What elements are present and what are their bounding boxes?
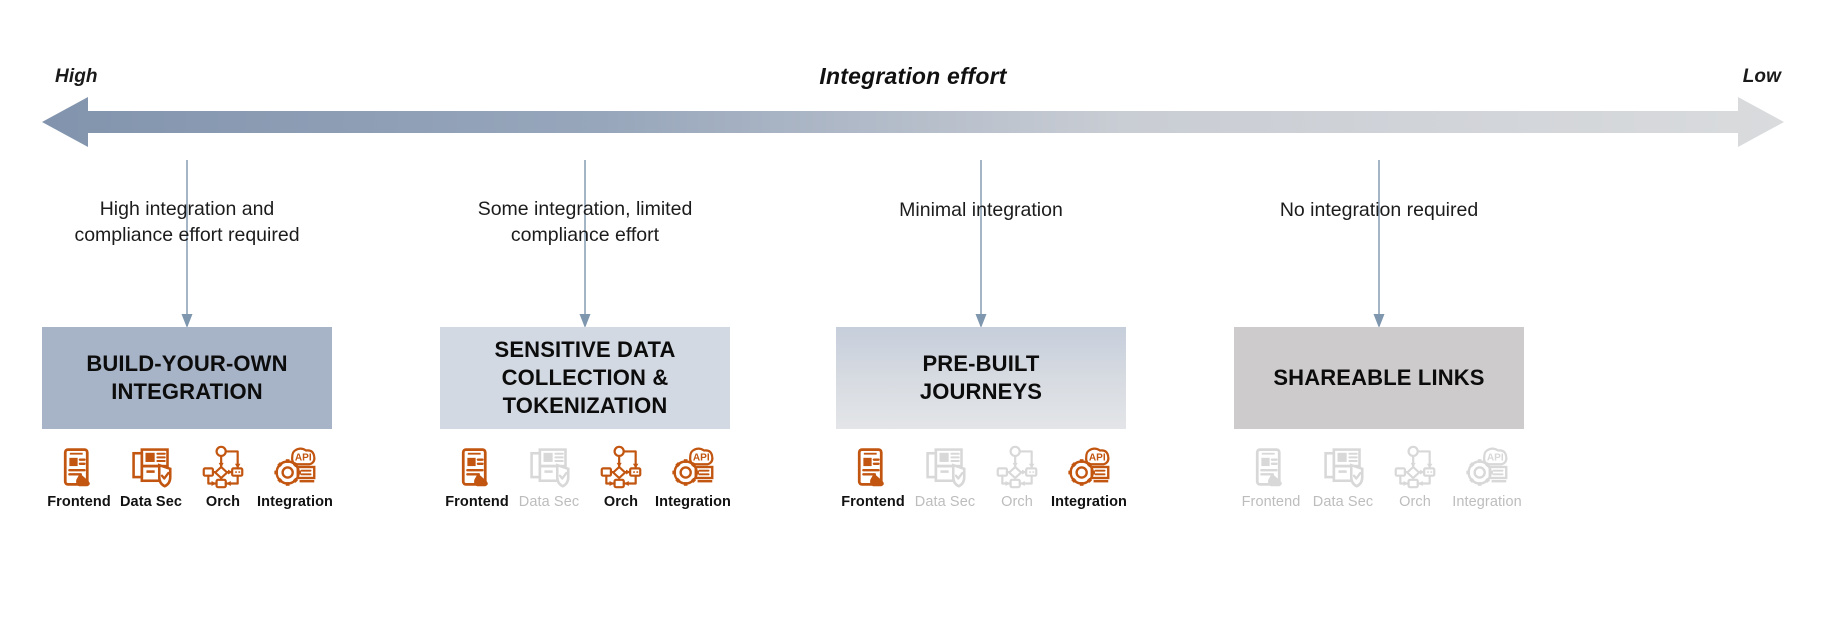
capability-data-sec[interactable]: Data Sec: [909, 445, 981, 510]
capability-integration[interactable]: API Integration: [655, 445, 732, 510]
option-card-title: SENSITIVE DATA COLLECTION & TOKENIZATION: [494, 336, 676, 419]
option-card-title: PRE-BUILT JOURNEYS: [919, 350, 1043, 404]
spectrum-title: Integration effort: [819, 63, 1007, 89]
option-description: Some integration, limited compliance eff…: [477, 198, 693, 247]
option-column-sensitive-data-collection-and-tokenization[interactable]: Some integration, limited compliance eff…: [440, 160, 732, 643]
capability-label: Integration: [1051, 494, 1128, 510]
capability-integration[interactable]: API Integration: [1051, 445, 1128, 510]
capability-label: Integration: [257, 494, 334, 510]
capability-label: Orch: [205, 494, 241, 510]
capability-frontend[interactable]: Frontend: [837, 445, 909, 510]
capability-label: Frontend: [1241, 494, 1301, 510]
spectrum-left-label: High: [55, 66, 98, 87]
capability-label: Data Sec: [1312, 494, 1374, 510]
capability-orchestration[interactable]: Orch: [1379, 445, 1451, 510]
option-column-pre-built-journeys[interactable]: Minimal integration PRE-BUILT JOURNEYS F…: [836, 160, 1128, 643]
double-headed-arrow-icon: [42, 97, 1784, 147]
option-card-title: BUILD-YOUR-OWN INTEGRATION: [86, 350, 288, 404]
capability-data-sec[interactable]: Data Sec: [513, 445, 585, 510]
option-column-build-your-own-integration[interactable]: High integration and compliance effort r…: [42, 160, 334, 643]
option-card[interactable]: SHAREABLE LINKS: [1234, 327, 1524, 429]
capability-label: Frontend: [445, 494, 509, 510]
capability-label: Frontend: [841, 494, 905, 510]
option-card[interactable]: PRE-BUILT JOURNEYS: [836, 327, 1126, 429]
capability-label: Frontend: [47, 494, 111, 510]
svg-text:API: API: [295, 453, 312, 464]
capability-frontend[interactable]: Frontend: [43, 445, 115, 510]
svg-text:API: API: [693, 453, 710, 464]
connector-line: [579, 160, 591, 328]
option-card[interactable]: BUILD-YOUR-OWN INTEGRATION: [42, 327, 332, 429]
option-card-title: SHAREABLE LINKS: [1273, 364, 1485, 390]
capability-label: Integration: [1452, 494, 1522, 510]
option-column-shareable-links[interactable]: No integration required SHAREABLE LINKS …: [1234, 160, 1524, 643]
capability-integration[interactable]: API Integration: [257, 445, 334, 510]
capability-label: Data Sec: [119, 494, 183, 510]
capability-orchestration[interactable]: Orch: [981, 445, 1053, 510]
option-description: High integration and compliance effort r…: [74, 198, 300, 247]
capability-label: Data Sec: [914, 494, 976, 510]
option-description: Minimal integration: [899, 199, 1063, 221]
capability-orchestration[interactable]: Orch: [187, 445, 259, 510]
connector-line: [1373, 160, 1385, 328]
integration-effort-spectrum: Integration effort High Low: [0, 0, 1826, 160]
capability-integration[interactable]: API Integration: [1451, 445, 1523, 510]
connector-line: [975, 160, 987, 328]
capability-icon-row: Frontend Data Sec Orch API Integration: [1234, 445, 1524, 510]
option-card[interactable]: SENSITIVE DATA COLLECTION & TOKENIZATION: [440, 327, 730, 429]
svg-text:API: API: [1089, 453, 1106, 464]
capability-label: Integration: [655, 494, 732, 510]
capability-orchestration[interactable]: Orch: [585, 445, 657, 510]
connector-line: [181, 160, 193, 328]
capability-label: Orch: [1399, 494, 1431, 510]
capability-icon-row: Frontend Data Sec Orch API Integration: [440, 445, 732, 510]
capability-label: Orch: [603, 494, 639, 510]
capability-icon-row: Frontend Data Sec Orch API Integration: [836, 445, 1128, 510]
capability-label: Data Sec: [518, 494, 580, 510]
spectrum-right-label: Low: [1742, 66, 1781, 87]
capability-frontend[interactable]: Frontend: [441, 445, 513, 510]
capability-label: Orch: [1001, 494, 1033, 510]
svg-text:API: API: [1487, 453, 1504, 464]
option-description: No integration required: [1279, 199, 1479, 221]
capability-frontend[interactable]: Frontend: [1235, 445, 1307, 510]
capability-icon-row: Frontend Data Sec Orch API Integration: [42, 445, 334, 510]
capability-data-sec[interactable]: Data Sec: [1307, 445, 1379, 510]
capability-data-sec[interactable]: Data Sec: [115, 445, 187, 510]
